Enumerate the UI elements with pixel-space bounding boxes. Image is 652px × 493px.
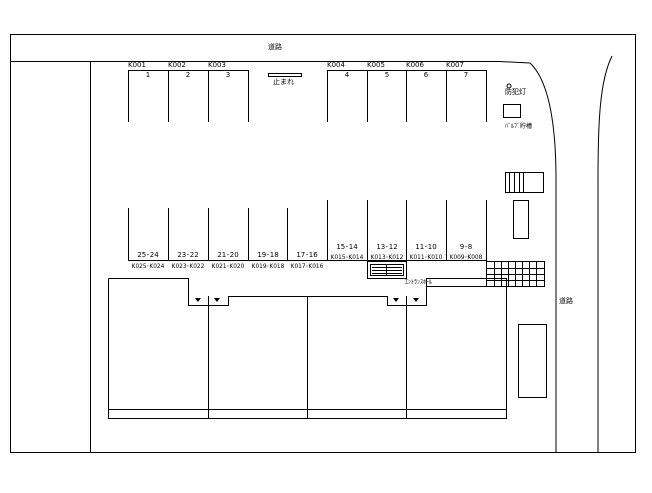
road-right-edge-left bbox=[529, 62, 557, 452]
bottom-space-number: 15･14 bbox=[336, 243, 358, 251]
top-parking-row bbox=[128, 70, 487, 122]
bottom-space-number: 13･12 bbox=[376, 243, 397, 251]
water-tank-label: ﾊﾞﾙﾌﾞ貯槽 bbox=[505, 122, 532, 130]
top-space-number: 6 bbox=[424, 71, 429, 79]
top-space-number: 1 bbox=[146, 71, 150, 79]
bike-parking-box bbox=[518, 324, 547, 398]
bottom-space-number: 23･22 bbox=[177, 251, 198, 259]
bottom-space-number: 9･8 bbox=[460, 243, 472, 251]
top-space-code: K004 bbox=[327, 61, 345, 69]
bottom-space-number: 25･24 bbox=[137, 251, 159, 259]
bottom-space-number: 17･16 bbox=[296, 251, 318, 259]
top-space-number: 7 bbox=[464, 71, 468, 79]
tile-grid bbox=[486, 261, 545, 287]
top-space-code: K002 bbox=[168, 61, 186, 69]
road-right-label: 道路 bbox=[559, 296, 573, 305]
top-space-code: K006 bbox=[406, 61, 424, 69]
bottom-space-code: K011･K010 bbox=[410, 255, 443, 261]
bottom-space-code: K023･K022 bbox=[172, 264, 205, 270]
security-light-label: 防犯灯 bbox=[505, 87, 526, 96]
bottom-parking-row bbox=[128, 200, 487, 261]
bottom-space-code: K009･K008 bbox=[450, 255, 483, 261]
entrance-hall-box bbox=[367, 261, 407, 279]
bottom-space-code: K021･K020 bbox=[212, 264, 245, 270]
labels: 道路 道路 止まれ 防犯灯 ﾊﾞﾙﾌﾞ貯槽 ｴﾝﾄﾗﾝｽﾎｰﾙ bbox=[268, 42, 573, 305]
entrance-markers bbox=[195, 298, 419, 302]
bottom-space-number: 11･10 bbox=[415, 243, 436, 251]
top-space-number: 2 bbox=[186, 71, 190, 79]
top-space-number: 3 bbox=[226, 71, 230, 79]
security-light-icon bbox=[506, 83, 512, 89]
building-outline bbox=[108, 278, 507, 419]
bottom-space-number: 21･20 bbox=[217, 251, 238, 259]
garbage-box bbox=[513, 200, 529, 239]
outer-frame bbox=[10, 34, 636, 453]
stop-line-icon bbox=[268, 73, 302, 77]
top-space-code: K003 bbox=[208, 61, 226, 69]
top-space-code: K005 bbox=[367, 61, 385, 69]
entrance-label: ｴﾝﾄﾗﾝｽﾎｰﾙ bbox=[405, 279, 432, 286]
bottom-space-code: K017･K016 bbox=[291, 264, 324, 270]
stairs-icon bbox=[505, 172, 544, 193]
mailbox-icon bbox=[370, 264, 404, 276]
top-space-number: 5 bbox=[385, 71, 389, 79]
road-top-label: 道路 bbox=[268, 42, 282, 51]
road-right-edge-right bbox=[597, 55, 613, 452]
road-top-curve bbox=[498, 61, 531, 64]
top-space-code: K007 bbox=[446, 61, 464, 69]
bottom-space-code: K015･K014 bbox=[331, 255, 364, 261]
top-space-code: K001 bbox=[128, 61, 146, 69]
bottom-space-number: 19･18 bbox=[257, 251, 278, 259]
bottom-space-code: K019･K018 bbox=[252, 264, 285, 270]
top-space-number: 4 bbox=[345, 71, 350, 79]
bottom-space-code: K025･K024 bbox=[132, 264, 165, 270]
water-tank-box bbox=[503, 104, 521, 118]
bottom-space-code: K013･K012 bbox=[371, 255, 404, 261]
stop-sign-label: 止まれ bbox=[273, 77, 294, 86]
